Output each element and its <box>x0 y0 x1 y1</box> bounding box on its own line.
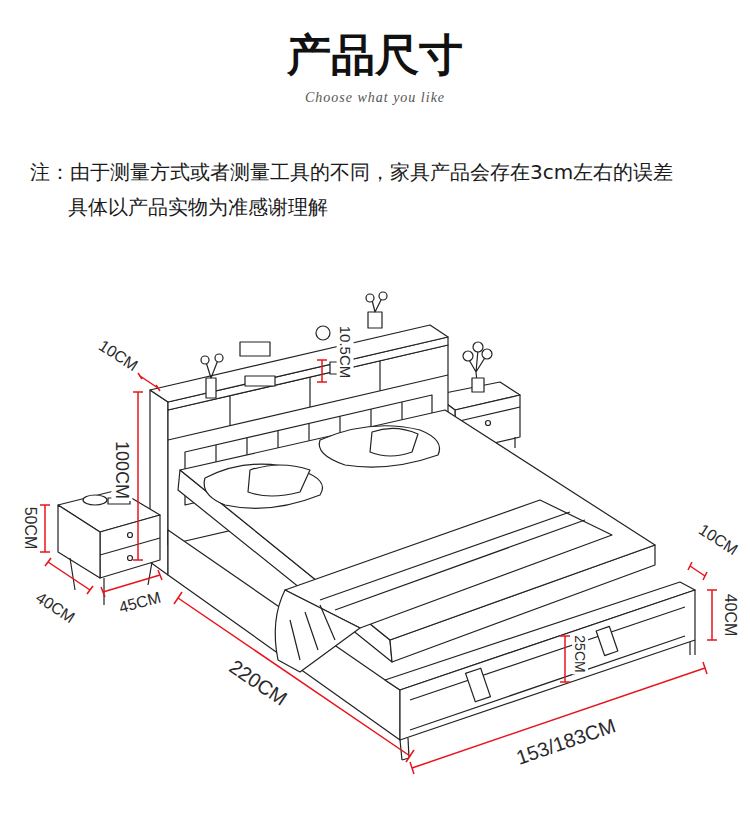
dimension-label: 45CM <box>115 588 165 618</box>
dimension-label: 10CM <box>93 336 142 377</box>
dimension-label: 40CM <box>30 588 79 629</box>
dimension-label: 50CM <box>21 505 39 552</box>
bed-drawing <box>58 292 695 760</box>
dimension-label: 40CM <box>721 592 739 639</box>
dimension-label: 220CM <box>223 654 293 711</box>
dimension-label: 10.5CM <box>336 324 353 381</box>
note-text: 注：由于测量方式或者测量工具的不同，家具产品会存在3cm左右的误差 <box>30 161 673 184</box>
page-title: 产品尺寸 <box>287 30 463 81</box>
dimension-label: 100CM <box>112 439 133 501</box>
note-text: 具体以产品实物为准感谢理解 <box>68 196 328 219</box>
dimension-label: 25CM <box>572 633 588 674</box>
dimension-lines <box>40 360 717 774</box>
dimension-label: 153/183CM <box>511 714 620 771</box>
subtitle: Choose what you like <box>305 90 445 106</box>
dimension-label: 10CM <box>693 520 742 561</box>
